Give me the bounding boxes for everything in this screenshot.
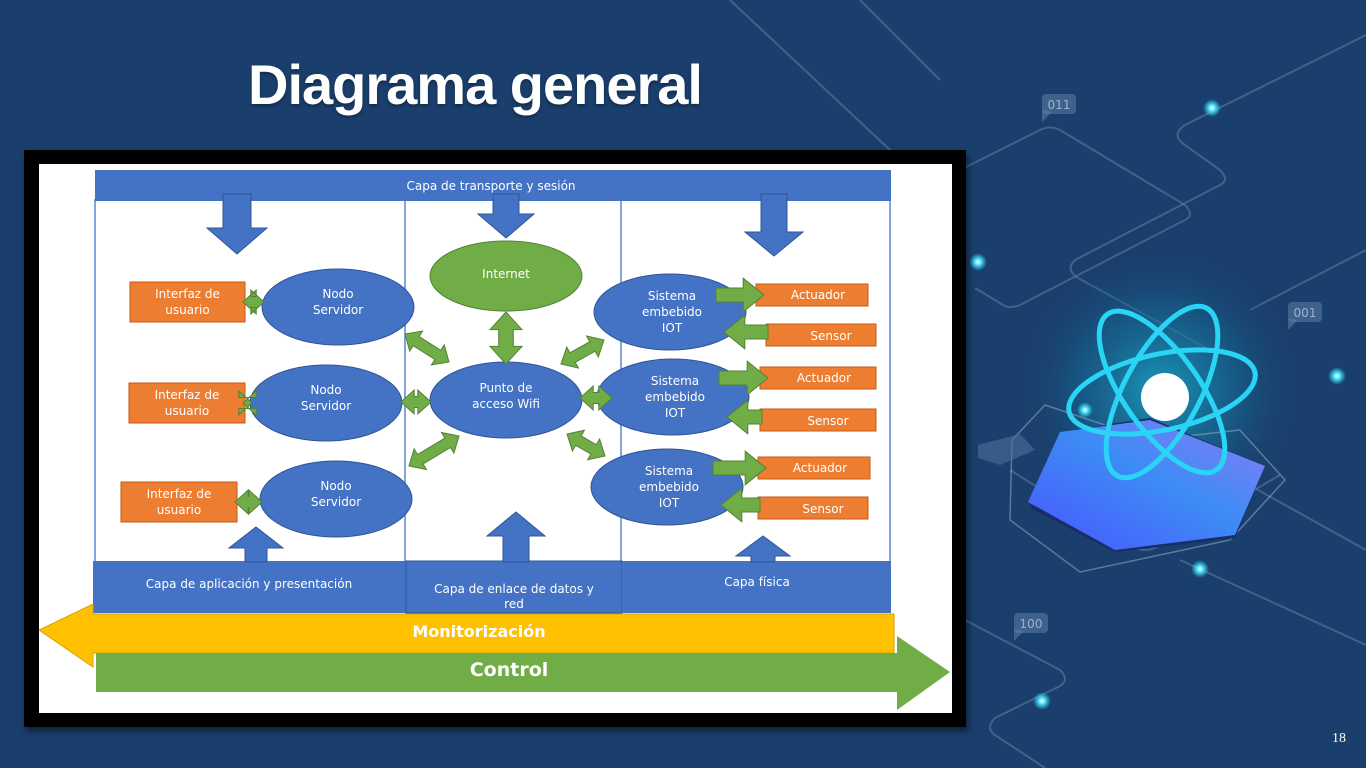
binary-tags xyxy=(1014,94,1322,641)
iot-embedded-label-2: embebido xyxy=(645,390,705,404)
interface-server-connector xyxy=(238,389,257,417)
page-number: 18 xyxy=(1332,731,1346,746)
monitoring-band xyxy=(39,603,895,668)
wifi-embedded-connector xyxy=(566,429,606,461)
control-band xyxy=(96,636,950,710)
glow-dots xyxy=(969,99,1346,710)
server-label-2: Servidor xyxy=(311,495,361,509)
iot-embedded-label-1: Sistema xyxy=(648,289,696,303)
circuit-line xyxy=(859,0,941,81)
iot-embedded-label-2: embebido xyxy=(639,480,699,494)
atom-nucleus xyxy=(1141,373,1189,421)
atom-icon xyxy=(1066,303,1258,481)
wifi-access-point-label-1: Punto de xyxy=(479,381,532,395)
internet-node xyxy=(429,240,583,312)
iot-embedded-label-1: Sistema xyxy=(651,374,699,388)
up-arrow-icon xyxy=(227,526,285,563)
circuit-line xyxy=(1239,479,1366,551)
internet-wifi-connector xyxy=(488,311,524,365)
circuit-line xyxy=(964,619,1066,768)
wifi-embedded-connector xyxy=(560,335,605,369)
down-arrow-icon xyxy=(205,193,269,255)
binary-tag-011: 011 xyxy=(1048,98,1071,112)
wifi-embedded-connector xyxy=(579,384,613,412)
user-interface-label-1: Interfaz de xyxy=(155,388,220,402)
network-diagram: Capa de transporte y sesión Capa de apli… xyxy=(39,170,950,710)
server-wifi-connector xyxy=(404,330,450,366)
user-interface-label-2: usuario xyxy=(165,404,209,418)
user-interface-label-2: usuario xyxy=(157,503,201,517)
up-arrow-icon xyxy=(734,535,792,563)
sensor-arrow-icon xyxy=(723,314,769,350)
user-interface-box: Interfaz de usuario xyxy=(128,382,246,424)
transport-session-layer-label: Capa de transporte y sesión xyxy=(406,179,575,193)
iot-embedded-label-3: IOT xyxy=(662,321,683,335)
server-label-1: Nodo xyxy=(320,479,351,493)
server-label-2: Servidor xyxy=(301,399,351,413)
actuator-label: Actuador xyxy=(793,461,847,475)
datalink-network-layer-label-2: red xyxy=(504,597,524,611)
internet-label: Internet xyxy=(482,267,530,281)
actuator-box: Actuador xyxy=(759,366,877,390)
binary-tag-100: 100 xyxy=(1020,617,1043,631)
sensor-arrow-icon xyxy=(726,399,763,435)
user-interface-label-1: Interfaz de xyxy=(155,287,220,301)
server-wifi-connector xyxy=(400,388,432,416)
binary-tag-001: 001 xyxy=(1294,306,1317,320)
actuator-arrow-icon xyxy=(715,277,765,313)
iot-embedded-label-3: IOT xyxy=(659,496,680,510)
user-interface-box: Interfaz de usuario xyxy=(120,481,238,523)
iot-embedded-label-1: Sistema xyxy=(645,464,693,478)
down-arrow-icon xyxy=(743,193,805,257)
actuator-box: Actuador xyxy=(755,283,869,307)
iot-embedded-label-2: embebido xyxy=(642,305,702,319)
sensor-box: Sensor xyxy=(765,323,877,347)
application-presentation-layer-label: Capa de aplicación y presentación xyxy=(146,577,352,591)
sensor-label: Sensor xyxy=(807,414,848,428)
server-label-1: Nodo xyxy=(310,383,341,397)
application-presentation-layer xyxy=(93,561,406,613)
actuator-arrow-icon xyxy=(718,360,769,396)
sensor-label: Sensor xyxy=(810,329,851,343)
server-wifi-connector xyxy=(408,431,460,471)
circuit-line xyxy=(1069,34,1366,351)
sensor-arrow-icon xyxy=(720,487,761,523)
user-interface-label-1: Interfaz de xyxy=(147,487,212,501)
circuit-line xyxy=(959,126,1191,309)
actuator-label: Actuador xyxy=(791,288,845,302)
user-interface-box: Interfaz de usuario xyxy=(129,281,246,323)
sensor-label: Sensor xyxy=(802,502,843,516)
wifi-access-point-label-2: acceso Wifi xyxy=(472,397,540,411)
physical-layer xyxy=(622,561,891,613)
hexagon-platform xyxy=(978,404,1287,573)
iot-embedded-label-3: IOT xyxy=(665,406,686,420)
circuit-line xyxy=(1249,249,1366,311)
datalink-network-layer-label-1: Capa de enlace de datos y xyxy=(434,582,594,596)
sensor-box: Sensor xyxy=(757,496,869,520)
control-band-label: Control xyxy=(470,659,549,681)
actuator-arrow-icon xyxy=(712,450,767,486)
slide-title: Diagrama general xyxy=(248,53,703,116)
down-arrow-icon xyxy=(476,193,536,239)
actuator-label: Actuador xyxy=(797,371,851,385)
sensor-box: Sensor xyxy=(759,408,877,432)
diagram-canvas: Capa de transporte y sesión Capa de apli… xyxy=(39,164,952,713)
user-interface-label-2: usuario xyxy=(165,303,209,317)
server-label-2: Servidor xyxy=(313,303,363,317)
physical-layer-label: Capa física xyxy=(724,575,790,589)
circuit-line xyxy=(1179,559,1366,646)
actuator-box: Actuador xyxy=(757,456,871,480)
up-arrow-icon xyxy=(485,511,547,563)
monitoring-band-label: Monitorización xyxy=(412,622,545,641)
server-label-1: Nodo xyxy=(322,287,353,301)
interface-server-connector xyxy=(234,488,263,516)
interface-server-connector xyxy=(242,288,265,316)
